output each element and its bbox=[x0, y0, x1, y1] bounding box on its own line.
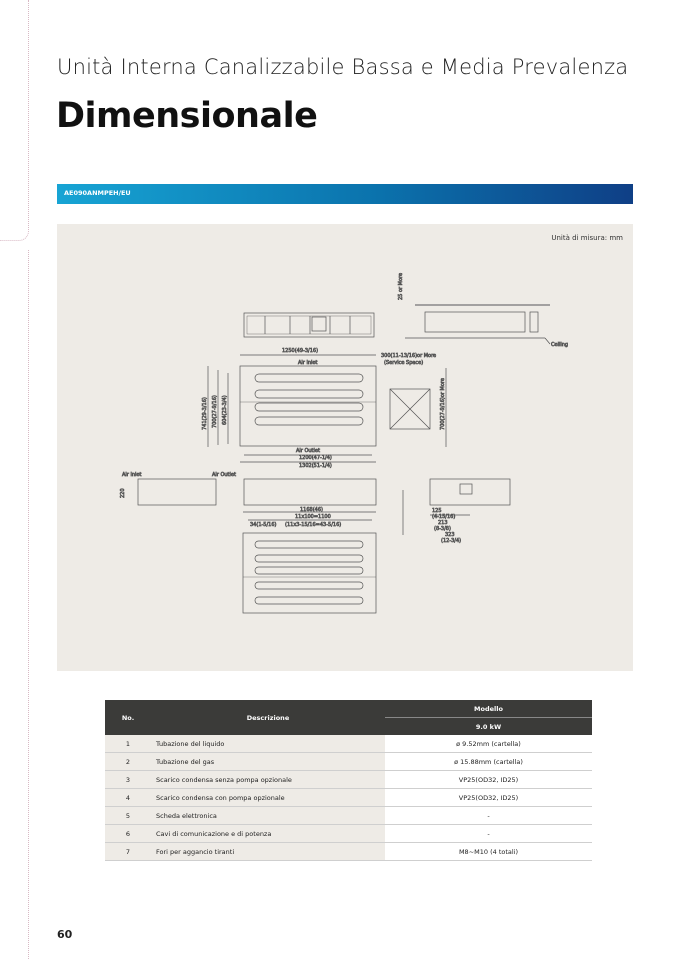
end-air-outlet-label: Air Outlet bbox=[212, 472, 236, 478]
cell-no: 5 bbox=[105, 806, 151, 825]
dim-213-in: (8-3/8) bbox=[434, 526, 451, 532]
drawing-line bbox=[243, 478, 377, 506]
drawing-line bbox=[389, 388, 431, 430]
cell-val: VP25(OD32, ID25) bbox=[385, 788, 592, 807]
dim-1302: 1302(51-1/4) bbox=[299, 463, 332, 469]
dim-604: 604(23-3/4) bbox=[222, 395, 228, 425]
air-inlet-label: Air inlet bbox=[298, 360, 317, 366]
cell-val: VP25(OD32, ID25) bbox=[385, 770, 592, 789]
drawing-line bbox=[429, 478, 511, 506]
drawing-line bbox=[459, 483, 473, 495]
cell-no: 6 bbox=[105, 824, 151, 843]
dim-34: 34(1-5/16) bbox=[250, 522, 277, 528]
cell-desc: Fori per aggancio tiranti bbox=[151, 842, 385, 861]
drawing-line bbox=[254, 540, 364, 549]
header-desc: Descrizione bbox=[151, 700, 385, 735]
top-view bbox=[243, 312, 375, 338]
cell-no: 2 bbox=[105, 752, 151, 771]
bottom-view bbox=[242, 532, 377, 614]
drawing-line bbox=[424, 311, 526, 333]
dim-700: 700(27-9/16) bbox=[212, 395, 218, 428]
cell-val: ø 15.88mm (cartella) bbox=[385, 752, 592, 771]
dim-11x3: (11x3-15/16=43-5/16) bbox=[285, 522, 341, 528]
dim-1250: 1250(49-3/16) bbox=[282, 348, 318, 354]
page-title: Dimensionale bbox=[56, 96, 318, 136]
dim-125-in: (4-15/16) bbox=[432, 514, 455, 520]
drawing-line bbox=[254, 373, 364, 383]
cell-no: 7 bbox=[105, 842, 151, 861]
air-outlet-label: Air Outlet bbox=[296, 448, 320, 454]
cell-val: - bbox=[385, 824, 592, 843]
dim-741: 741(29-3/16) bbox=[202, 397, 208, 430]
side-view-ceiling bbox=[405, 304, 551, 345]
cell-desc: Scarico condensa con pompa opzionale bbox=[151, 788, 385, 807]
page-edge-decoration bbox=[0, 0, 29, 241]
drawing-line bbox=[242, 532, 377, 614]
dim-220: 220 bbox=[120, 488, 126, 498]
cell-val: ø 9.52mm (cartella) bbox=[385, 735, 592, 753]
cell-desc: Scheda elettronica bbox=[151, 806, 385, 825]
drawing-line bbox=[243, 312, 375, 338]
dim-323-in: (12-3/4) bbox=[441, 538, 461, 544]
drawing-line bbox=[254, 596, 364, 605]
page-number: 60 bbox=[57, 928, 73, 941]
dim-323: 323 bbox=[445, 532, 455, 538]
drawing-line bbox=[254, 566, 364, 575]
page-subtitle: Unità Interna Canalizzabile Bassa e Medi… bbox=[57, 55, 629, 79]
plan-view bbox=[207, 354, 447, 463]
drawing-line bbox=[254, 402, 364, 412]
drawing-line bbox=[137, 478, 217, 506]
cell-no: 4 bbox=[105, 788, 151, 807]
dim-1200: 1200(47-1/4) bbox=[299, 455, 332, 461]
dim-125: 125 bbox=[432, 508, 442, 514]
cell-desc: Scarico condensa senza pompa opzionale bbox=[151, 770, 385, 789]
drawing-line bbox=[246, 315, 372, 335]
drawing-line bbox=[254, 554, 364, 563]
cell-desc: Tubazione del liquido bbox=[151, 735, 385, 753]
page-edge-line bbox=[28, 250, 29, 959]
dim-1168: 1168(46) bbox=[300, 507, 323, 513]
service-space-label: (Service Space) bbox=[384, 360, 423, 366]
cell-val: - bbox=[385, 806, 592, 825]
dim-213: 213 bbox=[438, 520, 448, 526]
service-side-label: 700(27-9/16)or More bbox=[440, 378, 446, 430]
model-name: AE090ANMPEH/EU bbox=[64, 189, 131, 197]
dim-11x100: 11x100=1100 bbox=[295, 514, 331, 520]
service-top-label: 300(11-13/16)or More bbox=[381, 353, 436, 359]
cell-desc: Cavi di comunicazione e di potenza bbox=[151, 824, 385, 843]
header-model: Modello bbox=[385, 700, 592, 718]
end-air-inlet-label: Air inlet bbox=[122, 472, 141, 478]
model-bar: AE090ANMPEH/EU bbox=[57, 184, 633, 204]
header-capacity: 9.0 kW bbox=[385, 717, 592, 735]
drawing-line bbox=[311, 316, 327, 332]
ceiling-label: Ceiling bbox=[551, 342, 568, 348]
unit-label: Unità di misura: mm bbox=[551, 234, 623, 242]
header-no: No. bbox=[105, 700, 151, 735]
drawing-line bbox=[254, 416, 364, 426]
drawing-line bbox=[544, 337, 551, 345]
drawing-line bbox=[389, 388, 431, 430]
drawing-line bbox=[529, 311, 539, 333]
drawing-line bbox=[254, 389, 364, 399]
cell-desc: Tubazione del gas bbox=[151, 752, 385, 771]
drawing-line bbox=[254, 581, 364, 590]
cell-no: 3 bbox=[105, 770, 151, 789]
drawing-panel: Unità di misura: mm bbox=[57, 224, 633, 671]
end-views bbox=[137, 478, 511, 535]
cell-no: 1 bbox=[105, 735, 151, 753]
cell-val: M8~M10 (4 totali) bbox=[385, 842, 592, 861]
drawing-line bbox=[239, 365, 377, 447]
clearance-label: 25 or More bbox=[398, 273, 404, 300]
